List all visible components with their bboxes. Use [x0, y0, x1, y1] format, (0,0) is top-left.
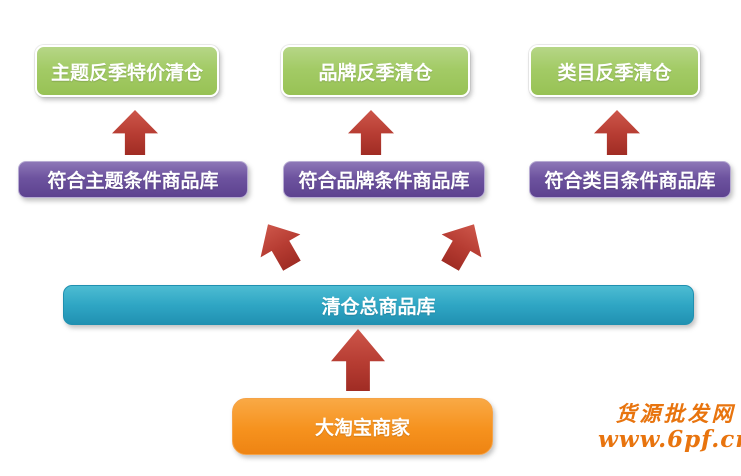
node-label: 符合主题条件商品库 — [47, 170, 219, 192]
watermark-site-name: 货源批发网 — [615, 401, 736, 426]
watermark-url: www.6pf.cn — [598, 426, 741, 454]
node-label: 主题反季特价清仓 — [50, 61, 203, 84]
up-right-arrow-icon — [430, 213, 494, 278]
node-brand-condition-pool: 符合品牌条件商品库 — [283, 161, 485, 198]
node-label: 品牌反季清仓 — [318, 61, 433, 84]
watermark: 货源批发网 www.6pf.cn — [598, 401, 741, 454]
node-taobao-merchants: 大淘宝商家 — [232, 398, 493, 455]
node-theme-condition-pool: 符合主题条件商品库 — [18, 161, 248, 198]
big-up-arrow-icon — [331, 329, 385, 391]
up-left-arrow-icon — [248, 213, 312, 278]
node-label: 清仓总商品库 — [321, 295, 436, 318]
up-arrow-icon — [348, 110, 394, 155]
node-label: 大淘宝商家 — [314, 417, 410, 439]
node-label: 类目反季清仓 — [557, 61, 672, 84]
node-label: 符合品牌条件商品库 — [298, 170, 470, 192]
node-label: 符合类目条件商品库 — [544, 170, 716, 192]
node-clearance-master-pool: 清仓总商品库 — [63, 285, 694, 325]
node-theme-special-clearance: 主题反季特价清仓 — [35, 45, 219, 97]
up-arrow-icon — [594, 110, 640, 155]
node-category-clearance: 类目反季清仓 — [529, 45, 700, 97]
up-arrow-icon — [112, 110, 158, 155]
node-category-condition-pool: 符合类目条件商品库 — [529, 161, 731, 198]
node-brand-clearance: 品牌反季清仓 — [281, 45, 470, 97]
